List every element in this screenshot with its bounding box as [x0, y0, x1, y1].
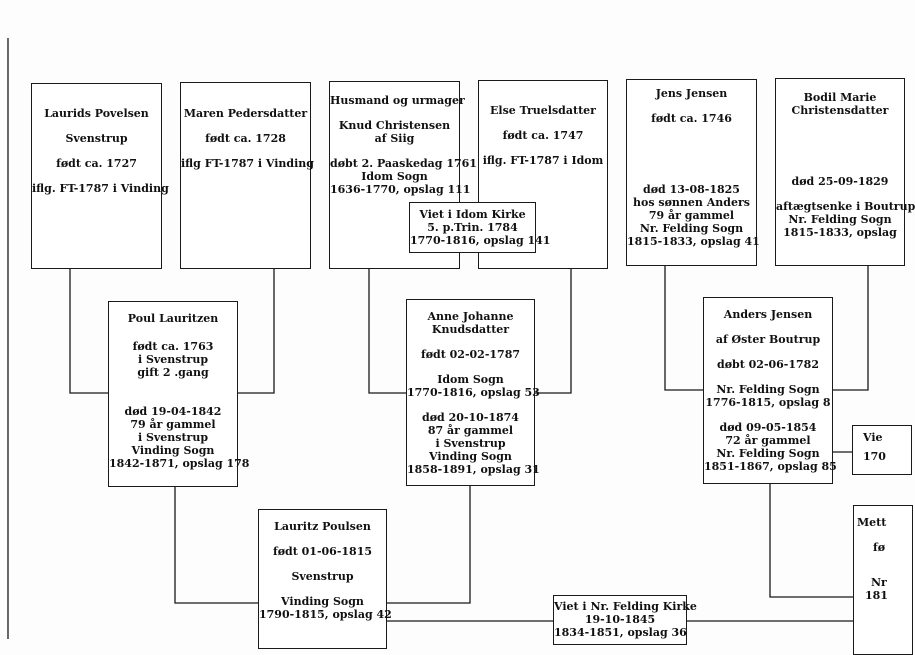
- person-poul-lauritzen: Poul Lauritzen født ca. 1763 i Svenstrup…: [108, 301, 250, 487]
- person-laurids-povelsen: Laurids Povelsen Svenstrup født ca. 1727…: [31, 83, 169, 269]
- person-name: Anders Jensen: [723, 308, 813, 321]
- person-baptism: døbt 02-06-1782: [717, 358, 819, 371]
- marriage-partial-right: Vie 170: [852, 425, 912, 475]
- person-death-note: aftægtsenke i Boutrup: [776, 200, 915, 213]
- person-name: Else Truelsdatter: [490, 104, 596, 117]
- person-name: Bodil Marie: [803, 91, 877, 104]
- person-origin: af Øster Boutrup: [715, 333, 821, 346]
- person-death: død 25-09-1829: [791, 175, 889, 188]
- person-age: 79 år gammel: [130, 418, 216, 431]
- pedigree-connector-lines: [7, 38, 869, 639]
- person-census: iflg FT-1787 i Vinding: [181, 157, 314, 170]
- person-age: 79 år gammel: [648, 209, 735, 222]
- person-death-record: 1851-1867, opslag 85: [704, 460, 837, 473]
- person-anne-johanne-knudsdatter: Anne Johanne Knudsdatter født 02-02-1787…: [406, 299, 540, 486]
- marriage-place: Vie: [863, 431, 883, 444]
- person-record: 1770-1816, opslag 53: [407, 386, 540, 399]
- person-census: iflg. FT-1787 i Vinding: [32, 182, 169, 195]
- person-birth: født ca. 1727: [56, 157, 137, 170]
- person-parish: Nr. Felding Sogn: [716, 383, 820, 396]
- person-record: 1815-1833, opslag: [783, 226, 897, 239]
- person-knud-christensen: Husmand og urmager Knud Christensen af S…: [329, 81, 477, 269]
- person-record: 1636-1770, opslag 111: [330, 183, 471, 196]
- person-bodil-marie-christensdatter: Bodil Marie Christensdatter død 25-09-18…: [775, 78, 915, 266]
- person-birth-place: i Svenstrup: [137, 353, 209, 366]
- person-parish: Idom Sogn: [361, 170, 428, 183]
- person-parish: Nr: [871, 576, 887, 589]
- person-lauritz-poulsen: Lauritz Poulsen født 01-06-1815 Svenstru…: [258, 509, 392, 649]
- person-name: Knud Christensen: [338, 119, 451, 132]
- person-parish: Nr. Felding Sogn: [788, 213, 892, 226]
- person-death-place: i Svenstrup: [435, 437, 506, 450]
- person-age: 72 år gammel: [725, 434, 811, 447]
- person-death: død 13-08-1825: [643, 183, 740, 196]
- person-record: 1776-1815, opslag 8: [705, 396, 831, 409]
- person-census: iflg. FT-1787 i Idom: [482, 154, 604, 167]
- person-anders-jensen: Anders Jensen af Øster Boutrup døbt 02-0…: [703, 297, 837, 484]
- person-parish: Nr. Felding Sogn: [639, 222, 744, 235]
- person-death-parish: Vinding Sogn: [429, 450, 512, 463]
- person-place: Svenstrup: [65, 132, 128, 145]
- person-name-cont: Knudsdatter: [431, 323, 510, 336]
- person-birth: født 02-02-1787: [420, 348, 521, 361]
- family-tree-page: Laurids Povelsen Svenstrup født ca. 1727…: [7, 38, 915, 655]
- marriage-record: 1770-1816, opslag 141: [410, 234, 551, 247]
- marriage-place: Viet i Nr. Felding Kirke: [554, 600, 697, 613]
- person-record: 1842-1871, opslag 178: [109, 457, 250, 470]
- person-name: Maren Pedersdatter: [183, 107, 308, 120]
- marriage-nr-felding-kirke: Viet i Nr. Felding Kirke 19-10-1845 1834…: [553, 595, 697, 645]
- person-name: Poul Lauritzen: [127, 312, 219, 325]
- person-record: 1815-1833, opslag 41: [627, 235, 760, 248]
- person-marriage-note: gift 2 .gang: [137, 366, 209, 379]
- person-record: 1790-1815, opslag 42: [259, 608, 392, 621]
- person-birth: født 01-06-1815: [272, 545, 373, 558]
- marriage-record: 1834-1851, opslag 36: [554, 626, 687, 639]
- marriage-record: 170: [863, 450, 886, 463]
- person-birth: født ca. 1763: [132, 340, 214, 353]
- person-parish: Idom Sogn: [437, 373, 504, 386]
- person-origin: af Siig: [374, 132, 415, 145]
- person-parish: Vinding Sogn: [281, 595, 364, 608]
- person-birth: fø: [873, 541, 886, 554]
- person-maren-pedersdatter: Maren Pedersdatter født ca. 1728 iflg FT…: [180, 82, 314, 269]
- person-name-cont: Christensdatter: [791, 104, 889, 117]
- person-name: Jens Jensen: [655, 87, 728, 100]
- person-parish: Vinding Sogn: [131, 444, 215, 457]
- person-death: død 19-04-1842: [124, 405, 222, 418]
- person-death-parish: Nr. Felding Sogn: [716, 447, 820, 460]
- marriage-date: 5. p.Trin. 1784: [427, 221, 518, 234]
- person-jens-jensen: Jens Jensen født ca. 1746 død 13-08-1825…: [626, 79, 760, 266]
- marriage-idom-kirke: Viet i Idom Kirke 5. p.Trin. 1784 1770-1…: [409, 202, 551, 253]
- person-name: Lauritz Poulsen: [274, 520, 371, 533]
- person-birth: født ca. 1746: [651, 112, 732, 125]
- person-name: Laurids Povelsen: [44, 107, 149, 120]
- person-age: 87 år gammel: [427, 424, 514, 437]
- person-death: død 09-05-1854: [719, 421, 817, 434]
- person-death-place: i Svenstrup: [137, 431, 209, 444]
- person-record: 181: [865, 589, 888, 602]
- person-death-record: 1858-1891, opslag 31: [407, 463, 540, 476]
- marriage-date: 19-10-1845: [584, 613, 656, 626]
- person-birth: født ca. 1728: [205, 132, 286, 145]
- person-name: Anne Johanne: [427, 310, 514, 323]
- marriage-place: Viet i Idom Kirke: [419, 208, 526, 221]
- person-baptism: døbt 2. Paaskedag 1761: [330, 157, 477, 170]
- person-birth-place: Svenstrup: [291, 570, 354, 583]
- person-name: Mett: [857, 516, 887, 529]
- person-mette-partial: Mett fø Nr 181: [853, 505, 913, 655]
- person-death-place: hos sønnen Anders: [633, 196, 750, 209]
- person-death: død 20-10-1874: [422, 411, 519, 424]
- person-birth: født ca. 1747: [502, 129, 584, 142]
- person-occupation: Husmand og urmager: [330, 94, 465, 107]
